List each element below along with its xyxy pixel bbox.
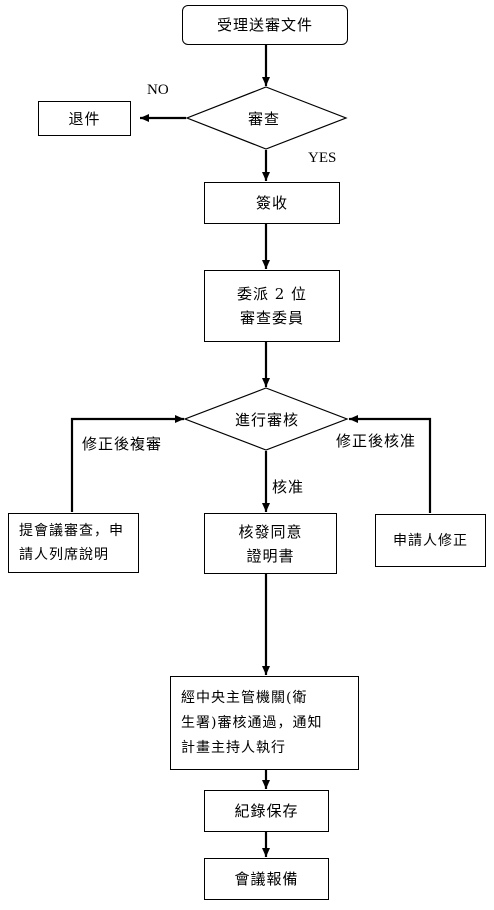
meeting-line-2: 請人列席說明 — [19, 547, 109, 563]
edge-label-no: NO — [147, 82, 169, 98]
assign-box: 委派 2 位 審查委員 — [204, 270, 340, 342]
return-box: 退件 — [38, 101, 131, 136]
central-line-1: 經中央主管機關(衛 — [181, 689, 308, 706]
central-line-2: 生署)審核通過，通知 — [181, 714, 323, 731]
audit-diamond — [183, 387, 349, 451]
start-label: 受理送審文件 — [216, 16, 313, 34]
meeting-line-1: 提會議審查，申 — [19, 523, 124, 539]
assign-line-2: 審查委員 — [239, 309, 304, 327]
sign-label: 簽收 — [255, 194, 288, 212]
central-approval-box: 經中央主管機關(衛 生署)審核通過，通知 計畫主持人執行 — [170, 676, 359, 770]
sign-box: 簽收 — [204, 182, 340, 224]
edge-label-approve: 核准 — [272, 478, 305, 496]
audit-decision-label: 進行審核 — [235, 411, 300, 429]
return-label: 退件 — [68, 109, 101, 128]
edge-label-revise-approve: 修正後核准 — [336, 432, 417, 450]
applicant-fix-box: 申請人修正 — [375, 514, 486, 567]
arrow-meeting-loop — [70, 415, 184, 512]
record-box: 紀錄保存 — [204, 790, 329, 832]
report-box: 會議報備 — [204, 858, 329, 900]
report-label: 會議報備 — [234, 870, 299, 888]
certificate-box: 核發同意 證明書 — [204, 513, 337, 574]
certificate-line-2: 證明書 — [246, 546, 295, 565]
start-box: 受理送審文件 — [182, 5, 348, 45]
central-line-3: 計畫主持人執行 — [181, 739, 286, 756]
arrow-applicant-loop — [349, 415, 432, 513]
record-label: 紀錄保存 — [234, 802, 299, 820]
edge-label-revise-rereview: 修正後複審 — [82, 435, 163, 453]
review-decision-label: 審查 — [248, 110, 281, 128]
review-diamond — [185, 86, 348, 150]
applicant-fix-label: 申請人修正 — [393, 532, 468, 549]
meeting-box: 提會議審查，申 請人列席說明 — [8, 513, 139, 573]
certificate-line-1: 核發同意 — [238, 522, 303, 541]
edge-label-yes: YES — [308, 150, 337, 166]
assign-line-1: 委派 2 位 — [236, 285, 308, 303]
